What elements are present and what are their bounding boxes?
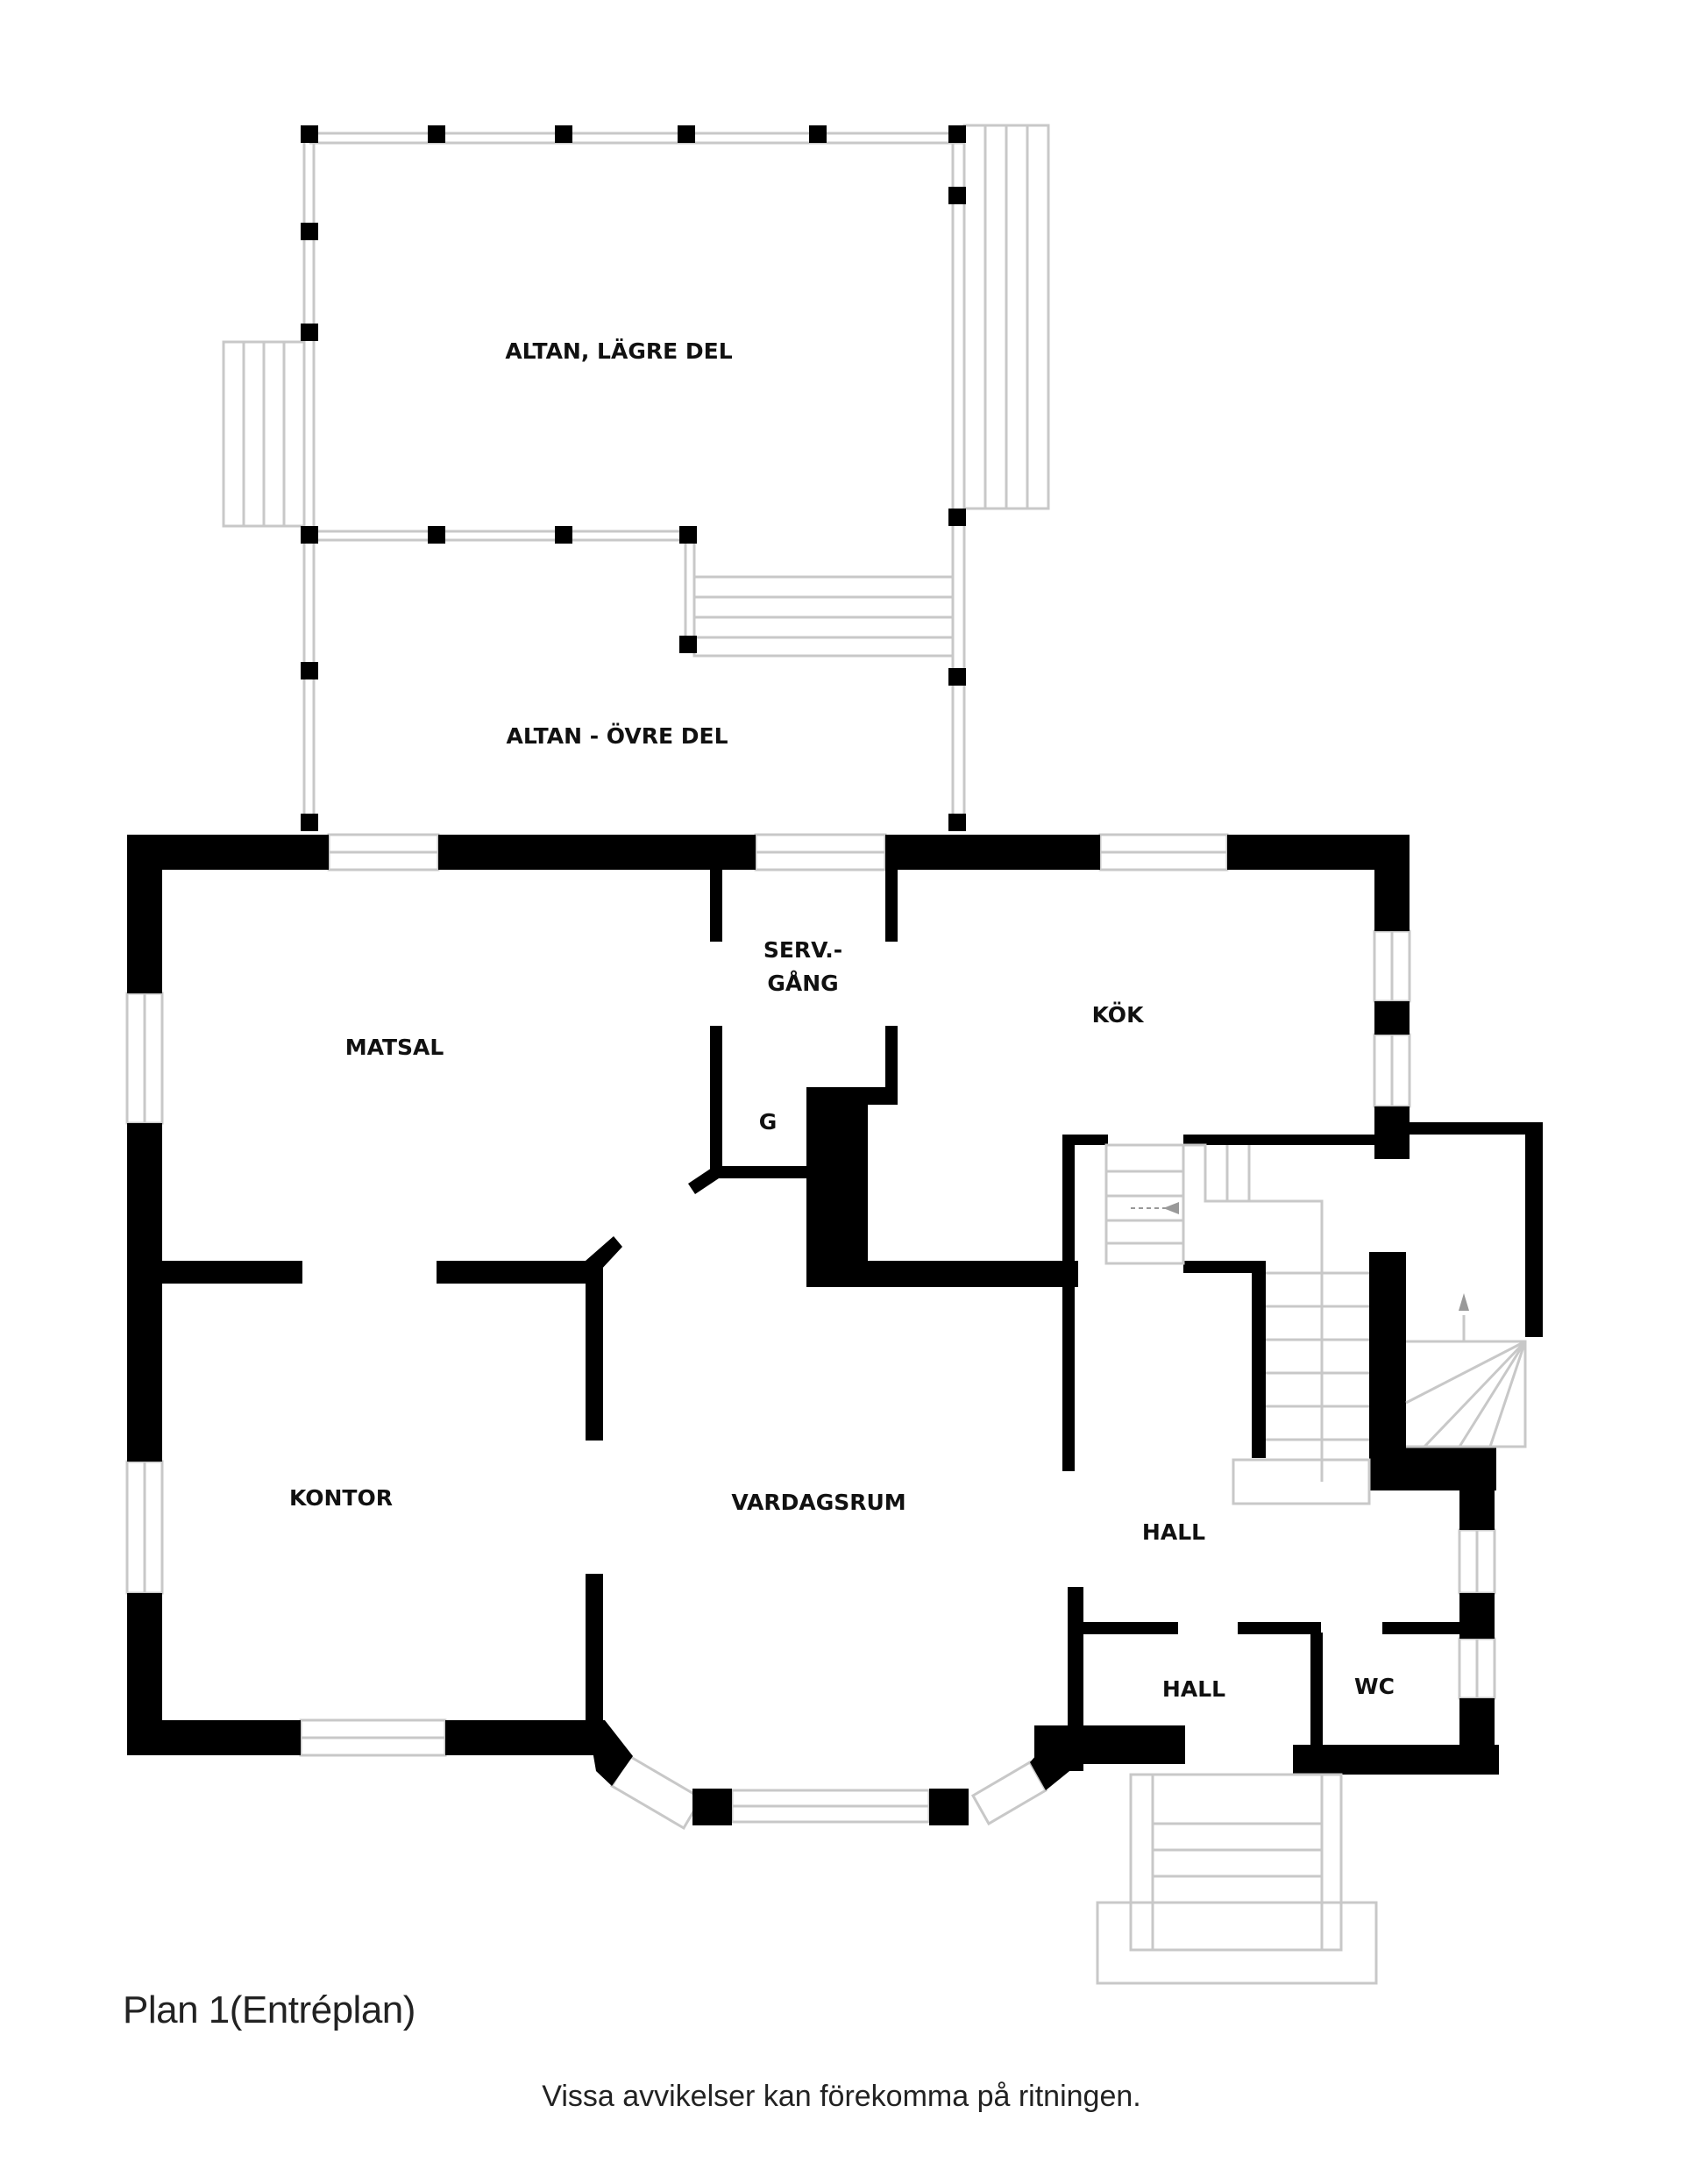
label-serv-gang-2: GÅNG xyxy=(767,971,838,996)
label-hall-lower: HALL xyxy=(1162,1676,1225,1702)
plan-title: Plan 1(Entréplan) xyxy=(123,1988,415,2031)
label-altan-ovre: ALTAN - ÖVRE DEL xyxy=(506,722,728,749)
label-altan-lagre: ALTAN, LÄGRE DEL xyxy=(505,338,732,364)
label-kontor: KONTOR xyxy=(289,1485,393,1511)
label-wc: WC xyxy=(1354,1674,1395,1699)
stair-arrows xyxy=(1131,1202,1469,1311)
terrace-posts xyxy=(301,125,966,831)
label-vardagsrum: VARDAGSRUM xyxy=(731,1490,905,1515)
label-kok: KÖK xyxy=(1092,1001,1146,1028)
label-serv-gang-1: SERV.- xyxy=(763,937,842,963)
label-hall-upper: HALL xyxy=(1142,1519,1205,1545)
label-matsal: MATSAL xyxy=(345,1035,444,1060)
label-g: G xyxy=(759,1109,778,1135)
terrace xyxy=(222,124,1050,824)
disclaimer-text: Vissa avvikelser kan förekomma på ritnin… xyxy=(542,2080,1141,2113)
walls xyxy=(127,835,1543,1825)
staircases xyxy=(1096,1143,1527,1985)
